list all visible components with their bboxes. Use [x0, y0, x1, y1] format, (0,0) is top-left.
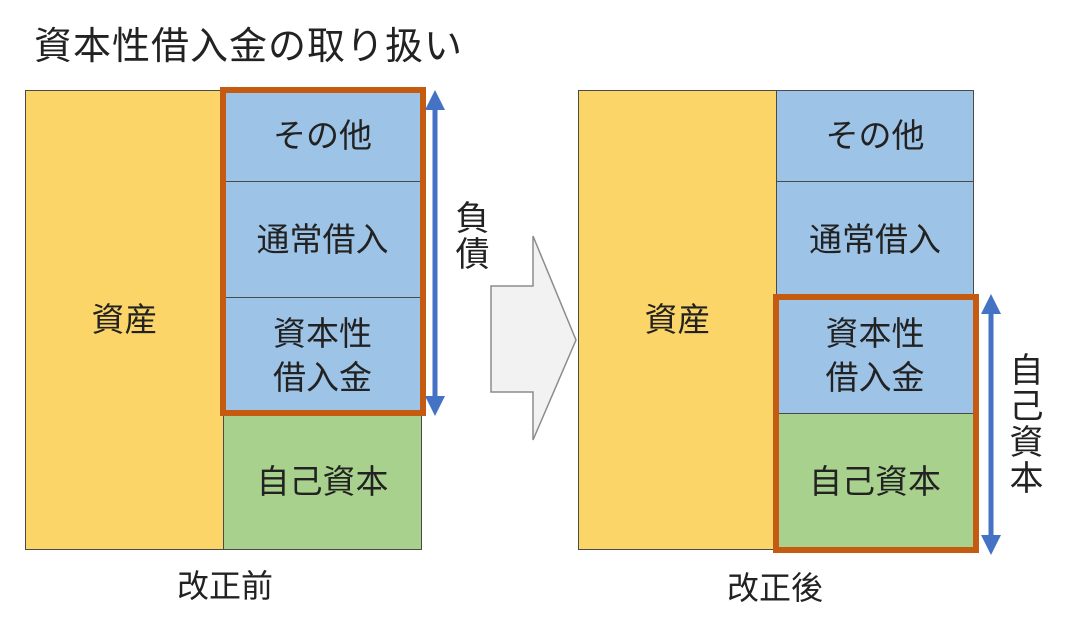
- after-normal-loan-block: 通常借入: [776, 181, 974, 298]
- after-equity-highlight: [773, 294, 979, 553]
- page-title: 資本性借入金の取り扱い: [34, 24, 464, 68]
- after-normal-loan-label: 通常借入: [809, 219, 941, 259]
- after-assets-label: 資産: [644, 300, 711, 339]
- before-liabilities-highlight: [220, 87, 426, 416]
- before-other-label: その他: [273, 116, 372, 155]
- before-capital-loan-label: 資本性 借入金: [273, 313, 372, 397]
- before-caption: 改正前: [176, 567, 273, 605]
- after-capital-loan-block: 資本性 借入金: [776, 297, 974, 414]
- after-equity-block: 自己資本: [776, 413, 974, 550]
- after-other-block: その他: [776, 90, 974, 182]
- after-equity-label-vertical: 自己資本: [1003, 352, 1043, 496]
- after-caption: 改正後: [726, 569, 823, 607]
- before-normal-loan-block: 通常借入: [223, 181, 422, 298]
- before-assets-label: 資産: [91, 300, 158, 339]
- after-assets-block: 資産: [578, 90, 777, 550]
- after-other-label: その他: [825, 116, 925, 155]
- transition-arrow-icon: [490, 235, 577, 441]
- before-normal-loan-label: 通常借入: [256, 219, 389, 259]
- before-equity-block: 自己資本: [223, 413, 422, 550]
- after-equity-label: 自己資本: [809, 461, 941, 501]
- before-assets-block: 資産: [25, 90, 224, 550]
- before-equity-label: 自己資本: [256, 461, 389, 501]
- before-liabilities-label: 負債: [449, 200, 489, 272]
- after-capital-loan-label: 資本性 借入金: [825, 313, 925, 397]
